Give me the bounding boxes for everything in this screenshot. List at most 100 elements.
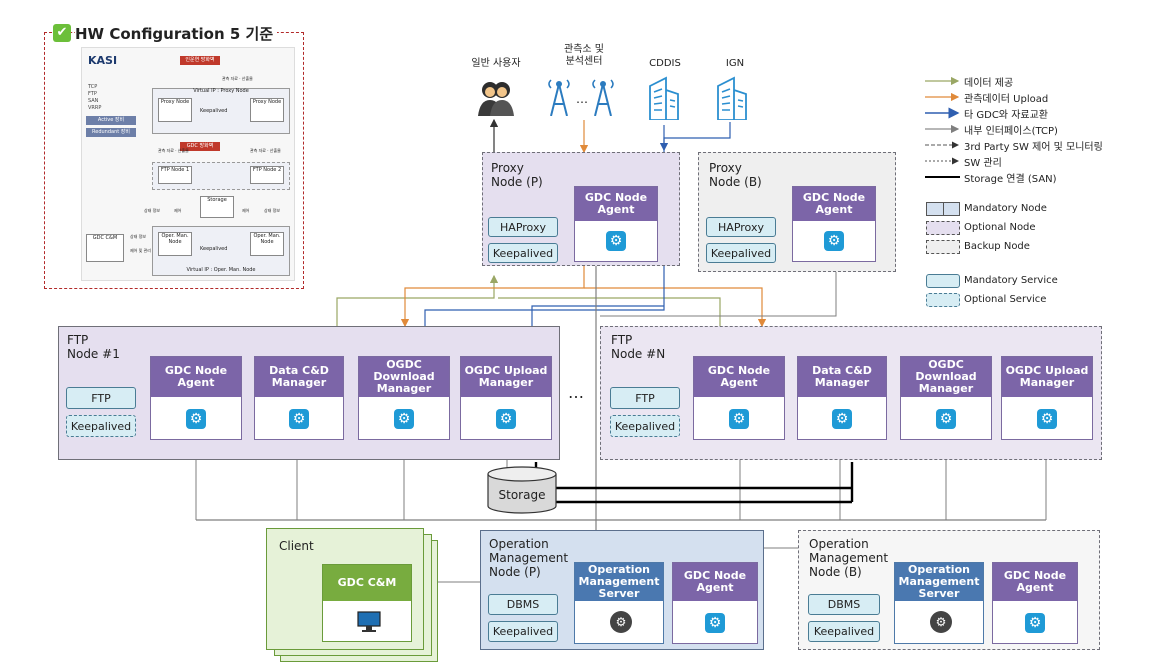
kasi-logo: KASI bbox=[88, 54, 118, 67]
thumbnail-panel: ✔ HW Configuration 5 기준 KASI TCP FTP SAN… bbox=[44, 23, 304, 289]
ftpn-upload-manager[interactable]: OGDC Upload Manager ⚙ bbox=[1001, 356, 1093, 440]
ftp1-dl-label: OGDC Download Manager bbox=[359, 357, 449, 397]
thumb-redundant-box: Redundant 장비 bbox=[86, 128, 136, 137]
client-gdc-cm[interactable]: GDC C&M bbox=[322, 564, 412, 642]
thumb-firewall-1: 인운연 방화벽 bbox=[180, 56, 220, 65]
ftp1-cd-label: Data C&D Manager bbox=[255, 357, 343, 397]
ftpn-keepalived[interactable]: Keepalived bbox=[610, 415, 680, 437]
legend-mandatory-service: Mandatory Service bbox=[964, 275, 1058, 286]
client-gdc-cm-label: GDC C&M bbox=[323, 565, 411, 601]
general-user-icon bbox=[476, 78, 516, 116]
thumb-keepalived-2: Keepalived bbox=[200, 246, 228, 252]
gear-icon: ⚙ bbox=[606, 231, 626, 251]
thumb-firewall-2: GDC 방화벽 bbox=[180, 142, 220, 151]
ftpn-dl-label: OGDC Download Manager bbox=[901, 357, 991, 397]
cddis-building-icon bbox=[646, 76, 682, 121]
oper-p-server-label: Operation Management Server bbox=[575, 563, 663, 601]
server-settings-icon: ⚙ bbox=[610, 611, 632, 633]
legend-optional-service-swatch bbox=[926, 293, 960, 307]
antenna-icon-1 bbox=[545, 76, 573, 117]
ftpn-download-manager[interactable]: OGDC Download Manager ⚙ bbox=[900, 356, 992, 440]
storage-icon bbox=[486, 466, 558, 514]
legend-line-label-0: 데이터 제공 bbox=[964, 78, 1014, 89]
ftp1-upload-manager[interactable]: OGDC Upload Manager ⚙ bbox=[460, 356, 552, 440]
legend-optional-service: Optional Service bbox=[964, 294, 1047, 305]
ftp1-agent[interactable]: GDC Node Agent ⚙ bbox=[150, 356, 242, 440]
oper-p-agent[interactable]: GDC Node Agent ⚙ bbox=[672, 562, 758, 644]
thumb-proxy-node-2: Proxy Node bbox=[250, 98, 284, 122]
gear-icon: ⚙ bbox=[936, 409, 956, 429]
thumbnail-title: HW Configuration 5 기준 bbox=[75, 23, 278, 44]
oper-p-server[interactable]: Operation Management Server ⚙ bbox=[574, 562, 664, 644]
legend-line-label-1: 관측데이터 Upload bbox=[964, 94, 1049, 105]
oper-p-dbms[interactable]: DBMS bbox=[488, 594, 558, 615]
ftpn-cd-manager[interactable]: Data C&D Manager ⚙ bbox=[797, 356, 887, 440]
proxy-node-p-title: Proxy Node (P) bbox=[491, 161, 543, 189]
upload-line-1 bbox=[400, 266, 585, 328]
proxy-p-keepalived[interactable]: Keepalived bbox=[488, 243, 558, 263]
oper-b-keepalived[interactable]: Keepalived bbox=[808, 621, 880, 642]
general-user-label: 일반 사용자 bbox=[471, 58, 521, 69]
thumb-gdc-cm: GDC C&M bbox=[86, 234, 124, 262]
proxy-node-b-title: Proxy Node (B) bbox=[709, 161, 762, 189]
proxy-p-agent-label: GDC Node Agent bbox=[575, 187, 657, 221]
thumb-note-1: 관측 자료 · 산출물 bbox=[250, 148, 281, 153]
ftp1-cd-manager[interactable]: Data C&D Manager ⚙ bbox=[254, 356, 344, 440]
gear-icon: ⚙ bbox=[496, 409, 516, 429]
legend-line-label-3: 내부 인터페이스(TCP) bbox=[964, 126, 1058, 137]
ftpn-agent[interactable]: GDC Node Agent ⚙ bbox=[693, 356, 785, 440]
oper-b-server[interactable]: Operation Management Server ⚙ bbox=[894, 562, 984, 644]
proxy-b-agent[interactable]: GDC Node Agent ⚙ bbox=[792, 186, 876, 262]
gear-icon: ⚙ bbox=[705, 613, 725, 633]
thumb-ftp-node-1: FTP Node 1 bbox=[158, 166, 192, 184]
legend-mandatory-service-swatch bbox=[926, 274, 960, 288]
legend-optional-node-swatch bbox=[926, 221, 960, 235]
legend-mandatory-node-swatch bbox=[926, 202, 960, 216]
gear-icon: ⚙ bbox=[1025, 613, 1045, 633]
cddis-ign-exchange-line bbox=[663, 122, 731, 152]
gear-icon: ⚙ bbox=[832, 409, 852, 429]
gear-icon: ⚙ bbox=[289, 409, 309, 429]
thumb-keepalived-1: Keepalived bbox=[200, 108, 228, 114]
legend-backup-node: Backup Node bbox=[964, 241, 1030, 252]
observatory-label: 관측소 및 분석센터 bbox=[564, 44, 604, 67]
thumb-note-2: 관측 자료 · 산출물 bbox=[222, 76, 253, 81]
proxy-b-keepalived[interactable]: Keepalived bbox=[706, 243, 776, 263]
data-provide-line-n bbox=[498, 297, 721, 326]
proxy-b-haproxy[interactable]: HAProxy bbox=[706, 217, 776, 237]
gear-icon: ⚙ bbox=[824, 231, 844, 251]
ftpn-ftp-service[interactable]: FTP bbox=[610, 387, 680, 409]
legend-line-label-5: SW 관리 bbox=[964, 158, 1002, 169]
ign-building-icon bbox=[714, 76, 750, 121]
thumb-proxy-node-1: Proxy Node bbox=[158, 98, 192, 122]
ftp1-ftp-service[interactable]: FTP bbox=[66, 387, 136, 409]
oper-b-agent[interactable]: GDC Node Agent ⚙ bbox=[992, 562, 1078, 644]
gear-icon: ⚙ bbox=[1037, 409, 1057, 429]
legend-line-label-2: 타 GDC와 자료교환 bbox=[964, 110, 1048, 121]
ftp1-download-manager[interactable]: OGDC Download Manager ⚙ bbox=[358, 356, 450, 440]
oper-b-dbms[interactable]: DBMS bbox=[808, 594, 880, 615]
thumb-note-7: 상태 정보 bbox=[130, 234, 146, 239]
ftp1-agent-label: GDC Node Agent bbox=[151, 357, 241, 397]
thumb-note-4: 제어 bbox=[174, 208, 182, 213]
thumb-note-8: 제어 및 관리 요청 bbox=[130, 248, 160, 253]
ftpn-ul-label: OGDC Upload Manager bbox=[1002, 357, 1092, 397]
ftp1-keepalived[interactable]: Keepalived bbox=[66, 415, 136, 437]
legend: 데이터 제공 관측데이터 Upload 타 GDC와 자료교환 내부 인터페이스… bbox=[964, 74, 1144, 186]
thumb-ftp-node-2: FTP Node 2 bbox=[250, 166, 284, 184]
gear-icon: ⚙ bbox=[729, 409, 749, 429]
oper-b-agent-label: GDC Node Agent bbox=[993, 563, 1077, 601]
ign-label: IGN bbox=[725, 58, 745, 69]
oper-node-p-title: Operation Management Node (P) bbox=[489, 537, 569, 579]
thumb-bottom-vip: Virtual IP : Oper. Man. Node bbox=[186, 267, 256, 273]
thumb-note-5: 상태 정보 bbox=[264, 208, 280, 213]
proxy-p-haproxy[interactable]: HAProxy bbox=[488, 217, 558, 237]
proxy-p-agent[interactable]: GDC Node Agent ⚙ bbox=[574, 186, 658, 262]
oper-p-keepalived[interactable]: Keepalived bbox=[488, 621, 558, 642]
thumb-note-0: 관측 자료 · 산출물 bbox=[158, 148, 189, 153]
cddis-label: CDDIS bbox=[649, 58, 681, 69]
mgmt-line-proxyb bbox=[600, 266, 837, 317]
legend-line-label-4: 3rd Party SW 제어 및 모니터링 bbox=[964, 142, 1103, 153]
server-settings-icon: ⚙ bbox=[930, 611, 952, 633]
thumb-note-6: 제어 bbox=[242, 208, 250, 213]
